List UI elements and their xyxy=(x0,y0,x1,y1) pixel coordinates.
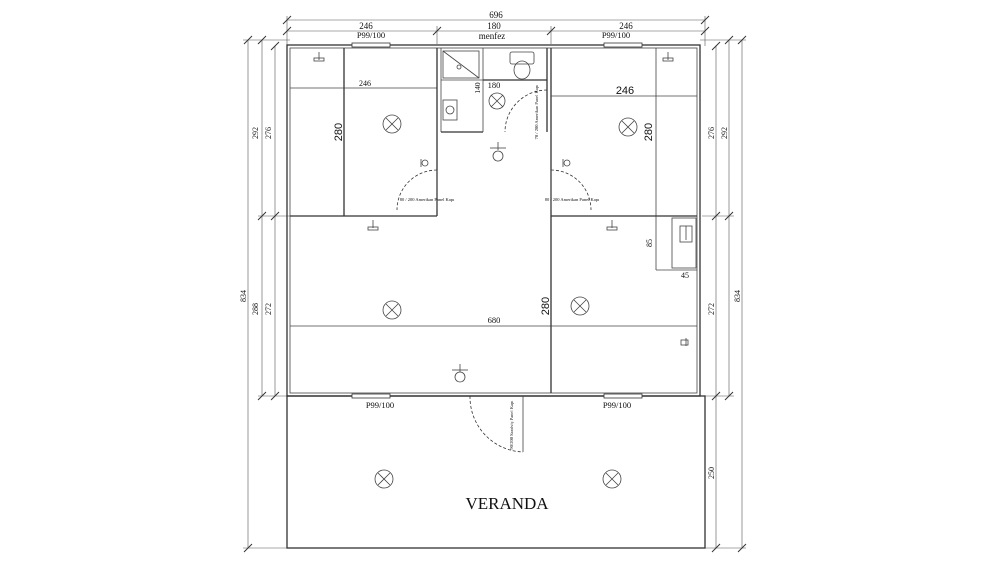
right-lower-inner-label: 272 xyxy=(707,303,716,315)
wall-light-icon xyxy=(606,220,618,231)
door-label: 70 / 200 Amerikan Panel Kapı xyxy=(534,84,539,139)
wall-light-icon xyxy=(662,52,674,62)
total-width-label: 696 xyxy=(489,10,503,20)
bathroom-fixtures xyxy=(442,50,693,243)
top-middle-width-label: 180 xyxy=(487,21,501,31)
top-right-width-label: 246 xyxy=(619,21,633,31)
wall-light-icon xyxy=(680,338,689,346)
left-total-label: 834 xyxy=(239,290,248,302)
walls xyxy=(286,44,706,549)
light-icon xyxy=(602,469,622,489)
window-label: P99/100 xyxy=(357,30,385,40)
window-label: P99/100 xyxy=(602,30,630,40)
doors xyxy=(396,89,592,453)
light-fixtures xyxy=(313,52,689,489)
chandelier-icon xyxy=(452,364,468,383)
dimension-labels: 696 246 180 246 P99/100 menfez P99/100 2… xyxy=(239,10,742,513)
kitchen-dim-label: 85 xyxy=(645,239,654,247)
living-width-label: 680 xyxy=(488,315,501,325)
wall-light-icon xyxy=(367,220,379,231)
room-height-label: 280 xyxy=(333,123,345,141)
window-label: P99/100 xyxy=(366,400,394,410)
chandelier-icon xyxy=(490,142,506,162)
right-total-label: 834 xyxy=(733,290,742,302)
menfez-label: menfez xyxy=(479,31,505,41)
left-lower-inner-label: 272 xyxy=(264,303,273,315)
center-height-label: 280 xyxy=(540,297,552,315)
room-height-label: 280 xyxy=(643,123,655,141)
window-label: P99/100 xyxy=(603,400,631,410)
door-label: 80 / 200 Amerikan Panel Kapı xyxy=(400,197,455,202)
windows xyxy=(351,42,643,399)
top-left-width-label: 246 xyxy=(359,21,373,31)
kitchen-dim-label: 45 xyxy=(681,271,689,280)
room-width-label: 246 xyxy=(359,79,371,88)
right-upper-outer-label: 292 xyxy=(720,127,729,139)
room-width-label: 246 xyxy=(616,85,634,97)
dimension-lines xyxy=(243,15,747,553)
light-icon xyxy=(618,117,638,137)
left-upper-inner-label: 276 xyxy=(264,127,273,139)
light-icon xyxy=(374,469,394,489)
right-upper-inner-label: 276 xyxy=(707,127,716,139)
veranda-depth-label: 250 xyxy=(707,467,716,479)
door-label: 80 / 200 Amerikan Panel Kapı xyxy=(545,197,600,202)
wall-light-icon xyxy=(313,52,325,62)
bath-width-label: 180 xyxy=(488,80,501,90)
left-upper-outer-label: 292 xyxy=(251,127,260,139)
veranda-title: VERANDA xyxy=(465,494,549,513)
door-label: 90/200 Sandviç Panel Kapı xyxy=(509,400,514,450)
wall-light-icon xyxy=(420,159,429,167)
bath-depth-label: 140 xyxy=(473,82,482,94)
light-icon xyxy=(382,114,402,134)
light-icon xyxy=(382,300,402,320)
light-icon xyxy=(570,296,590,316)
wall-light-icon xyxy=(562,159,571,167)
left-lower-outer-label: 288 xyxy=(251,303,260,315)
